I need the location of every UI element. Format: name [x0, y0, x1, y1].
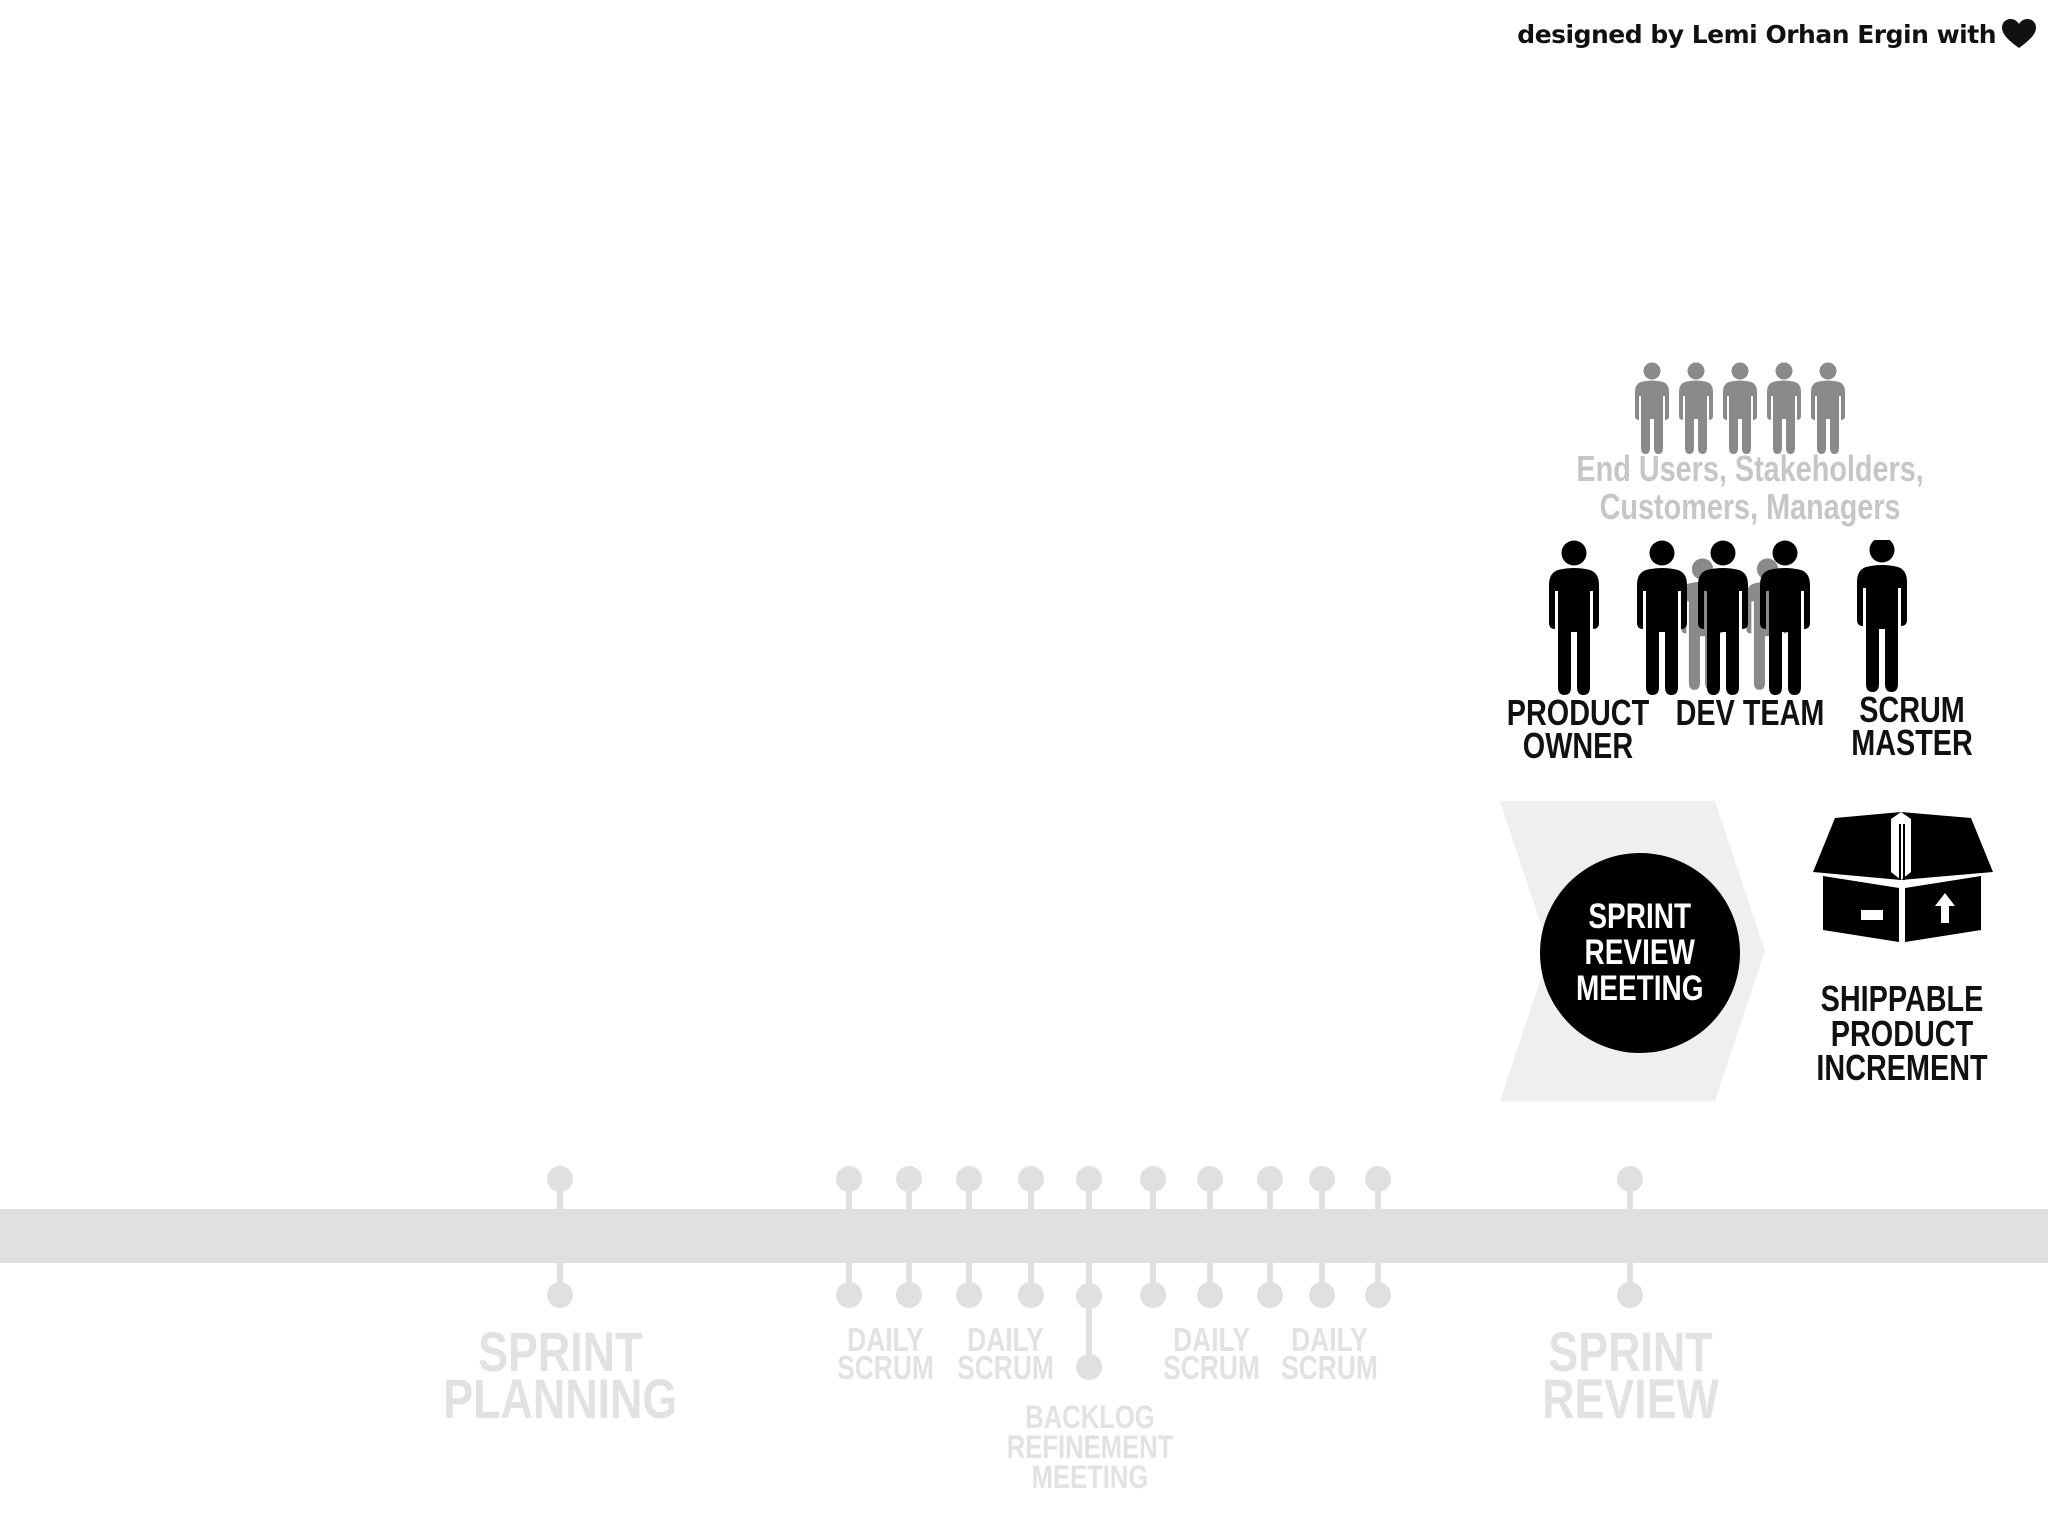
person-icon — [1635, 362, 1669, 454]
credit-text: designed by Lemi Orhan Ergin with — [1517, 19, 1996, 49]
person-icon — [1723, 362, 1757, 454]
sprint-timeline-bar — [0, 1209, 2048, 1263]
dev-team-label: DEV TEAM — [1675, 692, 1825, 733]
person-icon — [1679, 362, 1713, 454]
timeline-tick — [1309, 1166, 1335, 1308]
timeline-tick — [1197, 1166, 1223, 1308]
timeline-tick — [1018, 1166, 1044, 1308]
person-icon — [1811, 362, 1845, 454]
designer-credit: designed by Lemi Orhan Ergin with — [1517, 14, 2036, 54]
timeline-tick — [547, 1166, 573, 1308]
heart-icon — [2002, 19, 2036, 48]
backlog-refinement-tick — [1076, 1166, 1102, 1380]
timeline-tick — [1140, 1166, 1166, 1308]
timeline-tick — [1365, 1166, 1391, 1308]
timeline-tick — [1257, 1166, 1283, 1308]
open-box-icon — [1813, 812, 1993, 942]
timeline-tick — [896, 1166, 922, 1308]
person-icon — [1767, 362, 1801, 454]
stakeholders-icons — [1635, 362, 1845, 454]
timeline-tick — [836, 1166, 862, 1308]
dev-member-icon — [1637, 540, 1687, 695]
timeline-tick — [956, 1166, 982, 1308]
stakeholders-label: End Users, Stakeholders,Customers, Manag… — [1576, 448, 1924, 527]
roles-icons — [1549, 540, 1907, 695]
product-owner-icon — [1549, 540, 1599, 695]
timeline-tick — [1617, 1166, 1643, 1308]
scrum-master-icon — [1857, 540, 1907, 692]
